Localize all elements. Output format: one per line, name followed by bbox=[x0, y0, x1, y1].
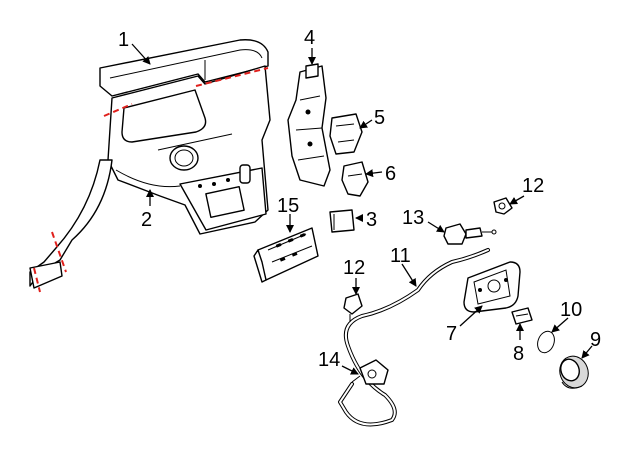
callout-9: 9 bbox=[590, 329, 601, 351]
part-15-vent bbox=[253, 227, 319, 283]
callout-4: 4 bbox=[304, 27, 315, 49]
part-7-fuel-door-housing bbox=[463, 261, 521, 313]
callout-11: 11 bbox=[390, 245, 411, 267]
part-4-inner-bracket bbox=[287, 63, 331, 187]
part-9-fuel-cap bbox=[559, 355, 589, 389]
callout-15: 15 bbox=[277, 195, 299, 217]
cut-lines bbox=[33, 67, 269, 293]
callout-10: 10 bbox=[560, 299, 582, 321]
part-10-ring bbox=[537, 330, 555, 354]
part-2-quarter-panel bbox=[107, 65, 271, 235]
callout-14: 14 bbox=[318, 349, 340, 371]
callout-6: 6 bbox=[385, 163, 396, 185]
callout-8: 8 bbox=[513, 343, 524, 365]
part-14-cable-handle bbox=[351, 359, 389, 385]
part-13-actuator bbox=[443, 223, 497, 245]
part-8-latch bbox=[511, 307, 533, 325]
wheel-arch-strip bbox=[29, 159, 113, 289]
part-11-release-cable bbox=[338, 248, 490, 427]
callout-13: 13 bbox=[402, 207, 424, 229]
callout-12-lower: 12 bbox=[343, 257, 365, 279]
callout-2: 2 bbox=[141, 209, 152, 231]
callout-5: 5 bbox=[374, 107, 385, 129]
callout-12-upper: 12 bbox=[522, 175, 544, 197]
part-3-pad bbox=[329, 209, 355, 233]
callout-1: 1 bbox=[118, 29, 129, 51]
callout-7: 7 bbox=[446, 323, 457, 345]
callout-labels: 1 2 3 4 5 6 7 8 9 10 11 12 12 13 14 15 bbox=[118, 27, 601, 371]
callout-3: 3 bbox=[366, 209, 377, 231]
part-6-bracket bbox=[341, 161, 369, 197]
part-5-bracket bbox=[329, 113, 363, 155]
leader-arrows bbox=[131, 43, 593, 375]
part-12-clip-upper bbox=[493, 197, 513, 215]
part-1-upper-rail bbox=[99, 39, 269, 97]
